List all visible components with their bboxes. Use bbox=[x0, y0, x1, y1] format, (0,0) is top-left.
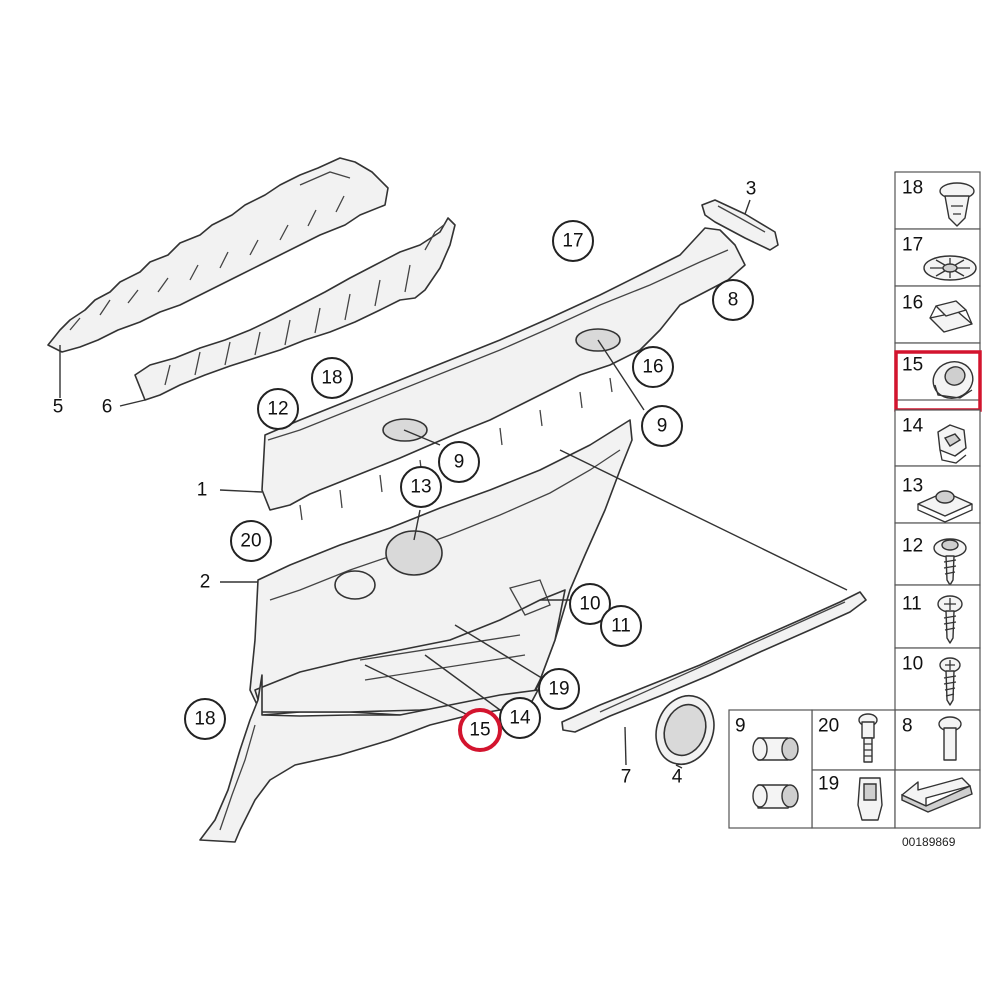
label-7: 7 bbox=[621, 767, 632, 788]
part-7-trim-strip bbox=[561, 591, 867, 733]
legend-cell-11: 11 bbox=[894, 584, 981, 649]
callout-18-upper: 18 bbox=[311, 357, 353, 399]
leader-lines bbox=[59, 199, 848, 769]
legend-cell-12: 12 bbox=[894, 522, 981, 586]
label-2: 2 bbox=[200, 572, 211, 593]
callout-11: 11 bbox=[600, 605, 642, 647]
label-4: 4 bbox=[672, 767, 683, 788]
callout-9-right: 9 bbox=[641, 405, 683, 447]
legend-cell-19: 19 bbox=[811, 769, 896, 829]
svg-text:11: 11 bbox=[611, 616, 631, 637]
svg-text:20: 20 bbox=[818, 716, 839, 737]
svg-text:18: 18 bbox=[321, 368, 342, 389]
legend-cell-13: 13 bbox=[894, 465, 981, 524]
cap-plug-icon bbox=[752, 737, 799, 761]
callout-14: 14 bbox=[499, 697, 541, 739]
svg-text:18: 18 bbox=[902, 178, 923, 199]
callout-19: 19 bbox=[538, 668, 580, 710]
svg-text:16: 16 bbox=[642, 357, 663, 378]
label-1: 1 bbox=[197, 480, 208, 501]
svg-text:14: 14 bbox=[902, 416, 924, 437]
legend-cell-15: 15 bbox=[894, 342, 982, 412]
screw-icon bbox=[939, 657, 961, 706]
legend-cell-10: 10 bbox=[894, 647, 981, 711]
callout-18-lower: 18 bbox=[184, 698, 226, 740]
callout-15-highlighted: 15 bbox=[458, 708, 502, 752]
callout-12: 12 bbox=[257, 388, 299, 430]
svg-text:20: 20 bbox=[240, 531, 261, 552]
svg-text:15: 15 bbox=[469, 720, 490, 741]
push-rivet-icon bbox=[939, 182, 975, 227]
callout-13: 13 bbox=[400, 466, 442, 508]
label-6: 6 bbox=[102, 397, 113, 418]
svg-text:18: 18 bbox=[194, 709, 215, 730]
svg-text:12: 12 bbox=[902, 536, 923, 557]
svg-text:17: 17 bbox=[902, 235, 923, 256]
cap-plug-icon bbox=[752, 784, 799, 809]
callout-10: 10 bbox=[569, 583, 611, 625]
part-5-bracket bbox=[47, 157, 389, 353]
callout-17: 17 bbox=[552, 220, 594, 262]
washer-screw-icon bbox=[933, 538, 967, 586]
legend-cell-20: 20 bbox=[811, 709, 896, 771]
part-3-clip bbox=[701, 199, 779, 251]
svg-text:8: 8 bbox=[902, 716, 913, 737]
legend-cell-8: 8 bbox=[894, 709, 981, 771]
svg-text:16: 16 bbox=[902, 293, 923, 314]
svg-text:11: 11 bbox=[902, 594, 922, 615]
part-2-side-trim bbox=[249, 419, 633, 716]
diagram-reference-number: 00189869 bbox=[902, 835, 956, 849]
callout-9-left: 9 bbox=[438, 441, 480, 483]
plug-clip-icon bbox=[857, 777, 883, 821]
legend-cell-9: 9 bbox=[728, 709, 813, 829]
svg-text:17: 17 bbox=[562, 231, 583, 252]
part-17-upper-trim bbox=[261, 227, 746, 521]
svg-text:9: 9 bbox=[657, 416, 668, 437]
svg-text:8: 8 bbox=[728, 290, 739, 311]
legend-cell-17: 17 bbox=[894, 228, 981, 287]
svg-text:14: 14 bbox=[509, 708, 531, 729]
callout-8: 8 bbox=[712, 279, 754, 321]
svg-text:13: 13 bbox=[902, 476, 923, 497]
legend-cell-arrow bbox=[894, 769, 981, 829]
svg-text:9: 9 bbox=[735, 716, 746, 737]
legend-cell-18: 18 bbox=[894, 171, 981, 230]
part-18-lower-panel bbox=[199, 674, 539, 843]
part-4-round-cap bbox=[655, 694, 715, 766]
svg-text:10: 10 bbox=[902, 654, 923, 675]
legend-cell-16: 16 bbox=[894, 285, 981, 344]
svg-text:9: 9 bbox=[454, 452, 465, 473]
nut-clip-icon bbox=[937, 424, 967, 464]
screw-icon bbox=[937, 595, 963, 644]
grommet-icon bbox=[932, 361, 974, 399]
bolt-icon bbox=[938, 716, 962, 761]
label-5: 5 bbox=[53, 397, 64, 418]
direction-arrow-icon bbox=[901, 777, 973, 813]
svg-text:19: 19 bbox=[548, 679, 569, 700]
part-6-bracket bbox=[134, 217, 456, 401]
svg-text:19: 19 bbox=[818, 774, 839, 795]
label-3: 3 bbox=[746, 179, 757, 200]
parts-legend: 18 17 16 bbox=[728, 171, 982, 829]
star-clip-icon bbox=[923, 255, 977, 281]
svg-text:13: 13 bbox=[410, 477, 431, 498]
stud-bolt-icon bbox=[858, 713, 878, 763]
legend-cell-14: 14 bbox=[894, 409, 981, 467]
callout-20: 20 bbox=[230, 520, 272, 562]
svg-text:12: 12 bbox=[267, 399, 288, 420]
callout-16: 16 bbox=[632, 346, 674, 388]
u-nut-icon bbox=[917, 490, 973, 523]
svg-text:10: 10 bbox=[579, 594, 600, 615]
svg-text:15: 15 bbox=[902, 355, 923, 376]
spring-clip-icon bbox=[929, 300, 973, 333]
